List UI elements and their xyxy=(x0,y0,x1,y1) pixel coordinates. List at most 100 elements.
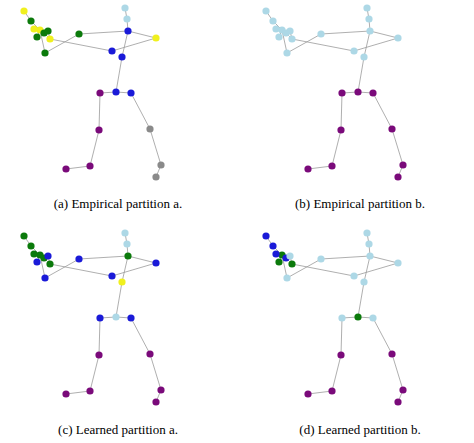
joint-dot xyxy=(365,240,372,247)
joint-dot xyxy=(118,278,125,285)
bone-line xyxy=(321,256,370,259)
bone-line xyxy=(354,38,398,51)
joint-dot xyxy=(75,255,82,262)
bone-line xyxy=(128,31,156,38)
joint-dot xyxy=(328,387,335,394)
joint-dot xyxy=(146,125,153,132)
joint-dot xyxy=(20,232,27,239)
joint-dot xyxy=(124,252,131,259)
bone-line xyxy=(373,318,392,354)
joint-dot xyxy=(369,314,376,321)
subfigure-caption: (c) Learned partition a. xyxy=(58,422,178,438)
bone-line xyxy=(292,264,354,276)
joint-dot xyxy=(272,250,279,257)
joint-dot xyxy=(365,15,372,22)
bone-line xyxy=(308,166,332,169)
bone-line xyxy=(90,130,99,166)
joint-dot xyxy=(96,89,103,96)
joint-dot xyxy=(304,390,311,397)
joint-dot xyxy=(27,242,34,249)
joint-dot xyxy=(350,47,357,54)
joint-dot xyxy=(262,7,269,14)
joint-dot xyxy=(95,351,102,358)
bone-line xyxy=(90,355,99,391)
joint-dot xyxy=(95,126,102,133)
joint-dot xyxy=(286,252,293,259)
joint-dot xyxy=(272,25,279,32)
joint-dot xyxy=(394,173,401,180)
bone-line xyxy=(370,31,398,38)
joint-dot xyxy=(399,161,406,168)
bone-line xyxy=(99,93,100,130)
joint-dot xyxy=(123,15,130,22)
joint-dot xyxy=(317,30,324,37)
joint-dot xyxy=(269,17,276,24)
joint-dot xyxy=(354,313,361,320)
bone-line xyxy=(332,130,341,166)
joint-dot xyxy=(27,17,34,24)
bone-line xyxy=(131,318,150,354)
joint-dot xyxy=(112,88,119,95)
bone-line xyxy=(150,354,161,390)
joint-dot xyxy=(146,350,153,357)
joint-dot xyxy=(366,27,373,34)
bone-line xyxy=(66,391,90,394)
joint-dot xyxy=(360,53,367,60)
joint-dot xyxy=(157,386,164,393)
subfigure-caption: (b) Empirical partition b. xyxy=(295,196,425,212)
bone-line xyxy=(150,129,161,165)
bone-line xyxy=(370,256,398,263)
bone-line xyxy=(112,263,156,276)
joint-dot xyxy=(108,272,115,279)
bone-line xyxy=(66,166,90,169)
joint-dot xyxy=(86,162,93,169)
bone-line xyxy=(99,318,100,355)
bone-line xyxy=(392,129,403,165)
joint-dot xyxy=(338,89,345,96)
bone-line xyxy=(50,264,112,276)
bone-line xyxy=(341,318,342,355)
bone-line xyxy=(131,93,150,129)
joint-dot xyxy=(124,27,131,34)
bone-line xyxy=(364,31,370,57)
joint-dot xyxy=(317,255,324,262)
joint-dot xyxy=(121,4,128,11)
joint-dot xyxy=(288,260,295,267)
subfigure-caption: (d) Learned partition b. xyxy=(299,422,420,438)
joint-dot xyxy=(62,390,69,397)
joint-dot xyxy=(360,278,367,285)
bone-line xyxy=(364,256,370,282)
subfigure-caption: (a) Empirical partition a. xyxy=(54,196,183,212)
joint-dot xyxy=(152,34,159,41)
joint-dot xyxy=(108,47,115,54)
joint-dot xyxy=(41,49,48,56)
skeleton-figure xyxy=(20,229,164,405)
joint-dot xyxy=(152,398,159,405)
joint-dot xyxy=(46,35,53,42)
joint-dot xyxy=(157,161,164,168)
skeleton-figure xyxy=(262,4,406,180)
joint-dot xyxy=(394,398,401,405)
joint-dot xyxy=(363,4,370,11)
joint-dot xyxy=(121,229,128,236)
bone-line xyxy=(50,39,112,51)
joint-dot xyxy=(44,27,51,34)
joint-dot xyxy=(288,35,295,42)
bone-line xyxy=(321,31,370,34)
joint-dot xyxy=(75,30,82,37)
bone-line xyxy=(292,39,354,51)
joint-dot xyxy=(62,165,69,172)
joint-dot xyxy=(269,242,276,249)
joint-dot xyxy=(20,7,27,14)
joint-dot xyxy=(262,232,269,239)
joint-dot xyxy=(354,88,361,95)
joint-dot xyxy=(30,25,37,32)
joint-dot xyxy=(46,260,53,267)
joint-dot xyxy=(275,33,282,40)
joint-dot xyxy=(112,313,119,320)
joint-dot xyxy=(275,258,282,265)
bone-line xyxy=(122,31,128,57)
joint-dot xyxy=(363,229,370,236)
bone-line xyxy=(332,355,341,391)
